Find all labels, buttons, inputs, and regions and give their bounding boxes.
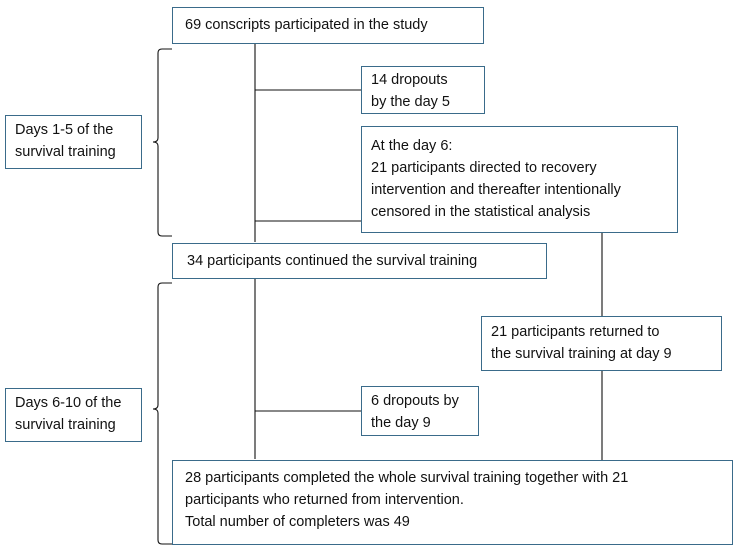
box-start: 69 conscripts participated in the study bbox=[172, 7, 484, 44]
day6-line4: censored in the statistical analysis bbox=[371, 204, 591, 220]
phase2-line2: survival training bbox=[15, 417, 116, 433]
brace-phase1 bbox=[152, 48, 172, 237]
box-phase2-label: Days 6-10 of the survival training bbox=[5, 388, 142, 442]
dropouts-day5-line2: by the day 5 bbox=[371, 94, 450, 110]
completed-line1: 28 participants completed the whole surv… bbox=[185, 470, 629, 486]
phase1-line1: Days 1-5 of the bbox=[15, 122, 114, 138]
box-returned: 21 participants returned to the survival… bbox=[481, 316, 722, 371]
completed-line3: Total number of completers was 49 bbox=[185, 514, 410, 530]
box-phase1-label: Days 1-5 of the survival training bbox=[5, 115, 142, 169]
brace-phase2 bbox=[152, 282, 172, 545]
dropouts-day5-line1: 14 dropouts bbox=[371, 72, 448, 88]
box-start-text: 69 conscripts participated in the study bbox=[185, 17, 428, 33]
dropouts-day9-line1: 6 dropouts by bbox=[371, 393, 459, 409]
box-continued: 34 participants continued the survival t… bbox=[172, 243, 547, 279]
box-dropouts-day9: 6 dropouts by the day 9 bbox=[361, 386, 479, 436]
box-completed: 28 participants completed the whole surv… bbox=[172, 460, 733, 545]
day6-line1: At the day 6: bbox=[371, 138, 453, 154]
box-dropouts-day5: 14 dropouts by the day 5 bbox=[361, 66, 485, 114]
dropouts-day9-line2: the day 9 bbox=[371, 415, 431, 431]
completed-line2: participants who returned from intervent… bbox=[185, 492, 464, 508]
returned-line2: the survival training at day 9 bbox=[491, 346, 672, 362]
box-day6-recovery: At the day 6: 21 participants directed t… bbox=[361, 126, 678, 233]
returned-line1: 21 participants returned to bbox=[491, 324, 660, 340]
continued-text: 34 participants continued the survival t… bbox=[187, 253, 478, 269]
phase1-line2: survival training bbox=[15, 144, 116, 160]
phase2-line1: Days 6-10 of the bbox=[15, 395, 122, 411]
day6-line3: intervention and thereafter intentionall… bbox=[371, 182, 621, 198]
day6-line2: 21 participants directed to recovery bbox=[371, 160, 597, 176]
